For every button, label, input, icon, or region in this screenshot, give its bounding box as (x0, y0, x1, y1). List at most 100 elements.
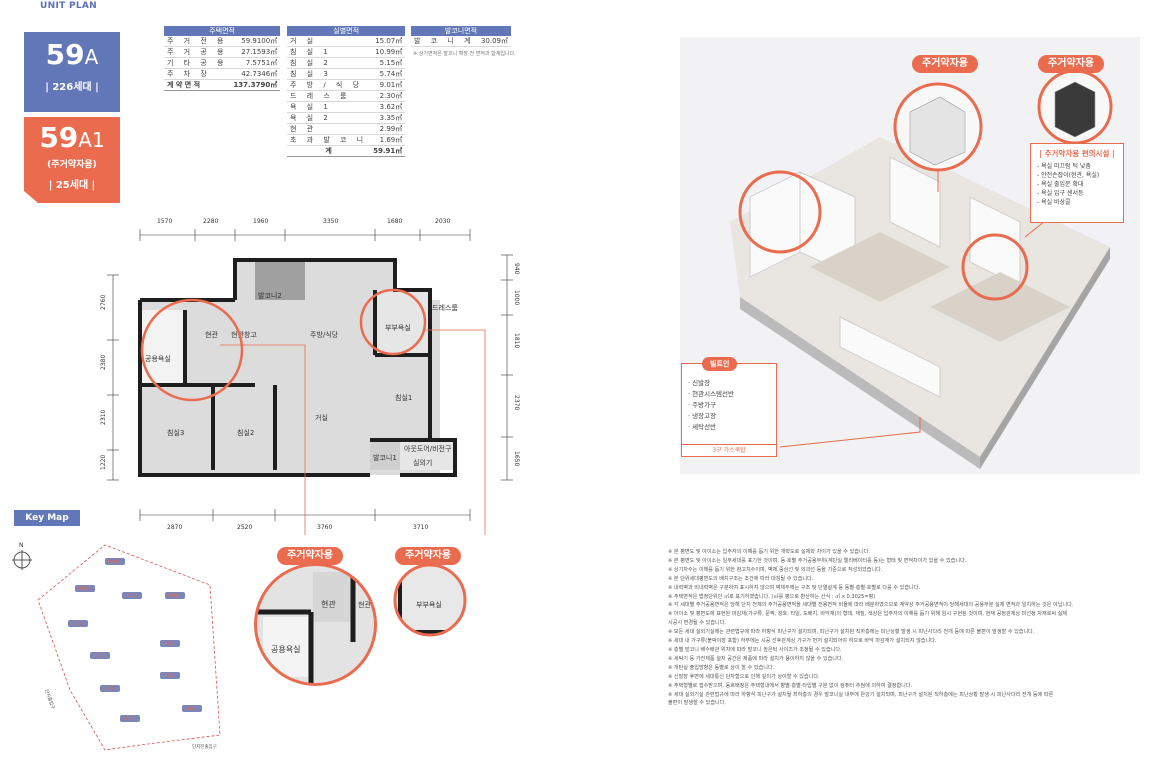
outdoor-area (400, 440, 455, 470)
list-item: - 욕실 출입문 확대 (1037, 181, 1084, 188)
building-label: 104동 (167, 593, 180, 599)
key-map: N 101동 102동 103동 104동 105동 106동 107동 108… (12, 542, 221, 751)
room-balcony1: 발코니1 (373, 453, 397, 462)
room-balcony2: 발코니2 (258, 291, 282, 300)
room-laundry: 실외기 (413, 458, 432, 467)
room-bed3: 침실3 (167, 428, 184, 437)
list-item: · 주방가구 (688, 401, 717, 409)
building-label: 107동 (92, 653, 105, 659)
dim-top-6: 2030 (435, 218, 450, 225)
note-line: ※ 개탄실 출입방향은 동별로 상이 할 수 있습니다. (668, 664, 775, 671)
note-line: ※ 주택형별로 접수받으며, 동호배정은 주택형내에서 향별·층별·타입별 구분… (668, 682, 913, 689)
iso-edge (980, 247, 1110, 469)
note-line: 시공시 변경될 수 있습니다. (668, 620, 727, 627)
site-boundary (37, 544, 221, 751)
room-outdoor: 아웃도어/비전구 (404, 444, 452, 453)
building-label: 106동 (162, 641, 175, 647)
highlight-circle-bath (359, 288, 427, 356)
unit-59a-badge: 59A | 226세대 | (24, 32, 120, 112)
room-entrance: 현관 (205, 330, 218, 339)
list-item: - 욕실 비상콜 (1037, 199, 1071, 206)
svg-text:N: N (19, 542, 24, 549)
iso-detail-circle-1 (893, 82, 983, 172)
note-line: ※ 세대 실외기실 관련법규에 따라 하향식 피난구가 설치될 최하층의 경우 … (668, 691, 1054, 698)
unit-59a1-badge: 59A1 (주거약자용) | 25세대 | (24, 117, 120, 203)
note-line: ※ 상기자수는 이해를 돕기 위한 참고치수이며, 벽체 중심선 및 외곽선 등… (668, 566, 883, 573)
room-dress: 드레스룸 (432, 303, 458, 312)
list-item: · 냉장고장 (688, 412, 717, 420)
dim-left-1: 2760 (100, 295, 107, 310)
balcony1-area (370, 440, 400, 470)
gas-cooktop-label: 3구 가스쿡탑 (681, 444, 777, 457)
builtin-title: 빌트인 (702, 357, 738, 371)
leader-line (220, 344, 306, 535)
dim-bottom-4: 3710 (413, 524, 428, 531)
detail-label-bath: 공용욕실 (271, 644, 300, 654)
table-header: 실별면적 (287, 26, 406, 36)
balcony-note: ※ 상기면적은 발코니 확장 전 면적과 합계입니다. (413, 51, 516, 57)
dim-bottom-1: 2870 (167, 524, 182, 531)
detail-label-bath-master: 부부욕실 (416, 600, 442, 609)
leader-line (779, 417, 921, 448)
iso-highlight-entrance (738, 170, 822, 254)
note-line: ※ 각 세대별 주거공용면적은 당해 단지 전체의 주거공용면적을 세대별 전용… (668, 602, 1074, 609)
dim-right-1: 940 (513, 263, 520, 275)
iso-detail-circle-2 (1037, 69, 1113, 145)
note-line: ※ 본 단위세대평면도의 배치구조는 조건에 따라 대칭될 수 있습니다. (668, 575, 814, 582)
building-label: 105동 (70, 621, 83, 627)
dim-left-2: 2380 (100, 355, 107, 370)
detail-circle-bath: 부부욕실 (393, 563, 467, 637)
detail-circle-entrance: 현관 현관창고 공용욕실 (254, 563, 378, 686)
unit-type: A (84, 45, 99, 69)
building-label: 109동 (102, 686, 115, 692)
iso-floors (810, 232, 1070, 342)
unit-households: | 25세대 | (48, 180, 96, 191)
facility-box: | 주거약자용 편의시설 | - 욕실 미끄럼 턱 낮춤 - 안전손잡이(현관,… (1030, 143, 1124, 223)
room-bed1: 침실1 (395, 393, 412, 402)
building-label: 111동 (122, 716, 135, 722)
unit-number: 59 (45, 38, 85, 71)
building-label: 103동 (124, 593, 137, 599)
dim-left-4: 1220 (100, 455, 107, 470)
dim-top-1: 1570 (157, 218, 172, 225)
building-label: 108동 (162, 673, 175, 679)
unit-households: | 226세대 | (45, 82, 99, 93)
building-label: 110동 (184, 706, 197, 712)
detail-label-shoe: 현관창고 (358, 600, 378, 609)
building-label: 101동 (107, 559, 120, 565)
builtin-box: 빌트인 · 신발장 · 현관시스템선반 · 주방가구 · 냉장고장 · 세탁선반 (681, 357, 777, 445)
callout-elderly-1: 주거약자용 (277, 547, 343, 565)
iso-walls (749, 156, 1021, 398)
building-label: 102동 (77, 586, 90, 592)
isometric-view (730, 69, 1113, 469)
dim-top-3: 1960 (253, 218, 268, 225)
note-line: 불편이 발생할 수 있습니다. (668, 700, 727, 707)
note-line: ※ 주택면적은 법정단위인 ㎡로 표기하였습니다. (㎡를 평으로 환산하는 산… (668, 593, 876, 600)
note-line: ※ 모든 세대 실외기실에는 관련법규에 따라 하향식 피난구가 설치되며, 피… (668, 629, 1035, 636)
note-line: ※ 세탁기 등 가전제품 설치 공간은 제품에 따라 설치가 용이하지 않을 수… (668, 655, 844, 662)
callout-elderly-4: 주거약자용 (1038, 55, 1104, 73)
dim-bottom-2: 2520 (237, 524, 252, 531)
dim-top-4: 3350 (323, 218, 338, 225)
unit-type: A1 (78, 128, 105, 152)
dim-left-3: 2310 (100, 410, 107, 425)
facility-title: | 주거약자용 편의시설 | (1039, 149, 1115, 158)
leader-line (425, 329, 486, 535)
note-line: ※ 본 평면도 및 아이소는 일부세대를 표기한 것이며, 동·호별 주거공용부… (668, 557, 967, 564)
north-arrow: N (12, 542, 32, 570)
list-item: · 세탁선반 (688, 423, 717, 431)
table-header: 발코니면적 (411, 26, 511, 36)
